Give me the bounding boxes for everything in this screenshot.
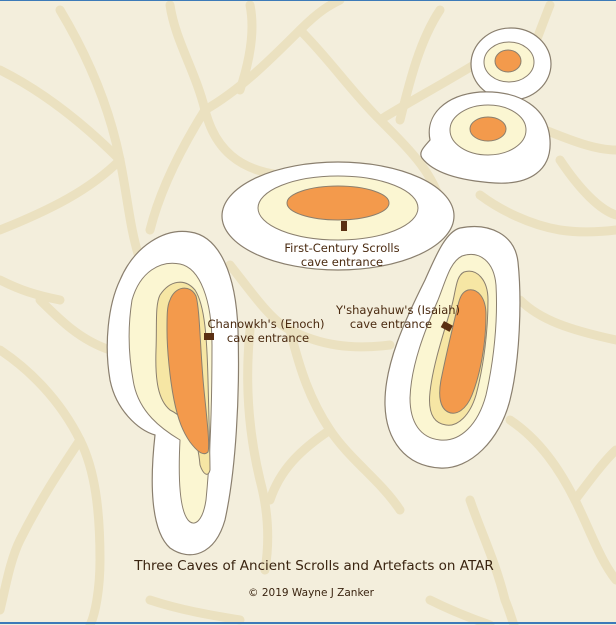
map-copyright: © 2019 Wayne J Zanker — [248, 587, 375, 599]
cave-yshayahuw-label-line1: Y'shayahuw's (Isaiah) — [335, 303, 460, 317]
cave-chanowkh-entrance-marker — [204, 333, 214, 340]
cave-chanowkh-core — [166, 287, 210, 455]
cave-yshayahuw-label-line2: cave entrance — [350, 317, 432, 331]
cave-first-century-entrance-marker — [341, 221, 347, 231]
cave-chanowkh-label-line2: cave entrance — [227, 331, 309, 345]
cave-first-century-core — [286, 185, 390, 221]
cave-chanowkh-label-line1: Chanowkh's (Enoch) — [207, 317, 324, 331]
cave-yshayahuw: Y'shayahuw's (Isaiah) cave entrance — [335, 226, 521, 469]
small-mound-top — [470, 27, 552, 101]
cave-first-century-label-line1: First-Century Scrolls — [284, 241, 399, 255]
map-title: Three Caves of Ancient Scrolls and Artef… — [133, 558, 494, 574]
cave-first-century-label-line2: cave entrance — [301, 255, 383, 269]
small-mound-top-core — [494, 49, 522, 73]
cave-first-century: First-Century Scrolls cave entrance — [221, 161, 455, 271]
small-mound-middle — [420, 91, 551, 184]
small-mound-middle-core — [469, 116, 507, 142]
cave-yshayahuw-core — [439, 289, 487, 414]
cave-yshayahuw-entrance-marker — [440, 321, 453, 332]
cave-chanowkh: Chanowkh's (Enoch) cave entrance — [106, 230, 325, 556]
